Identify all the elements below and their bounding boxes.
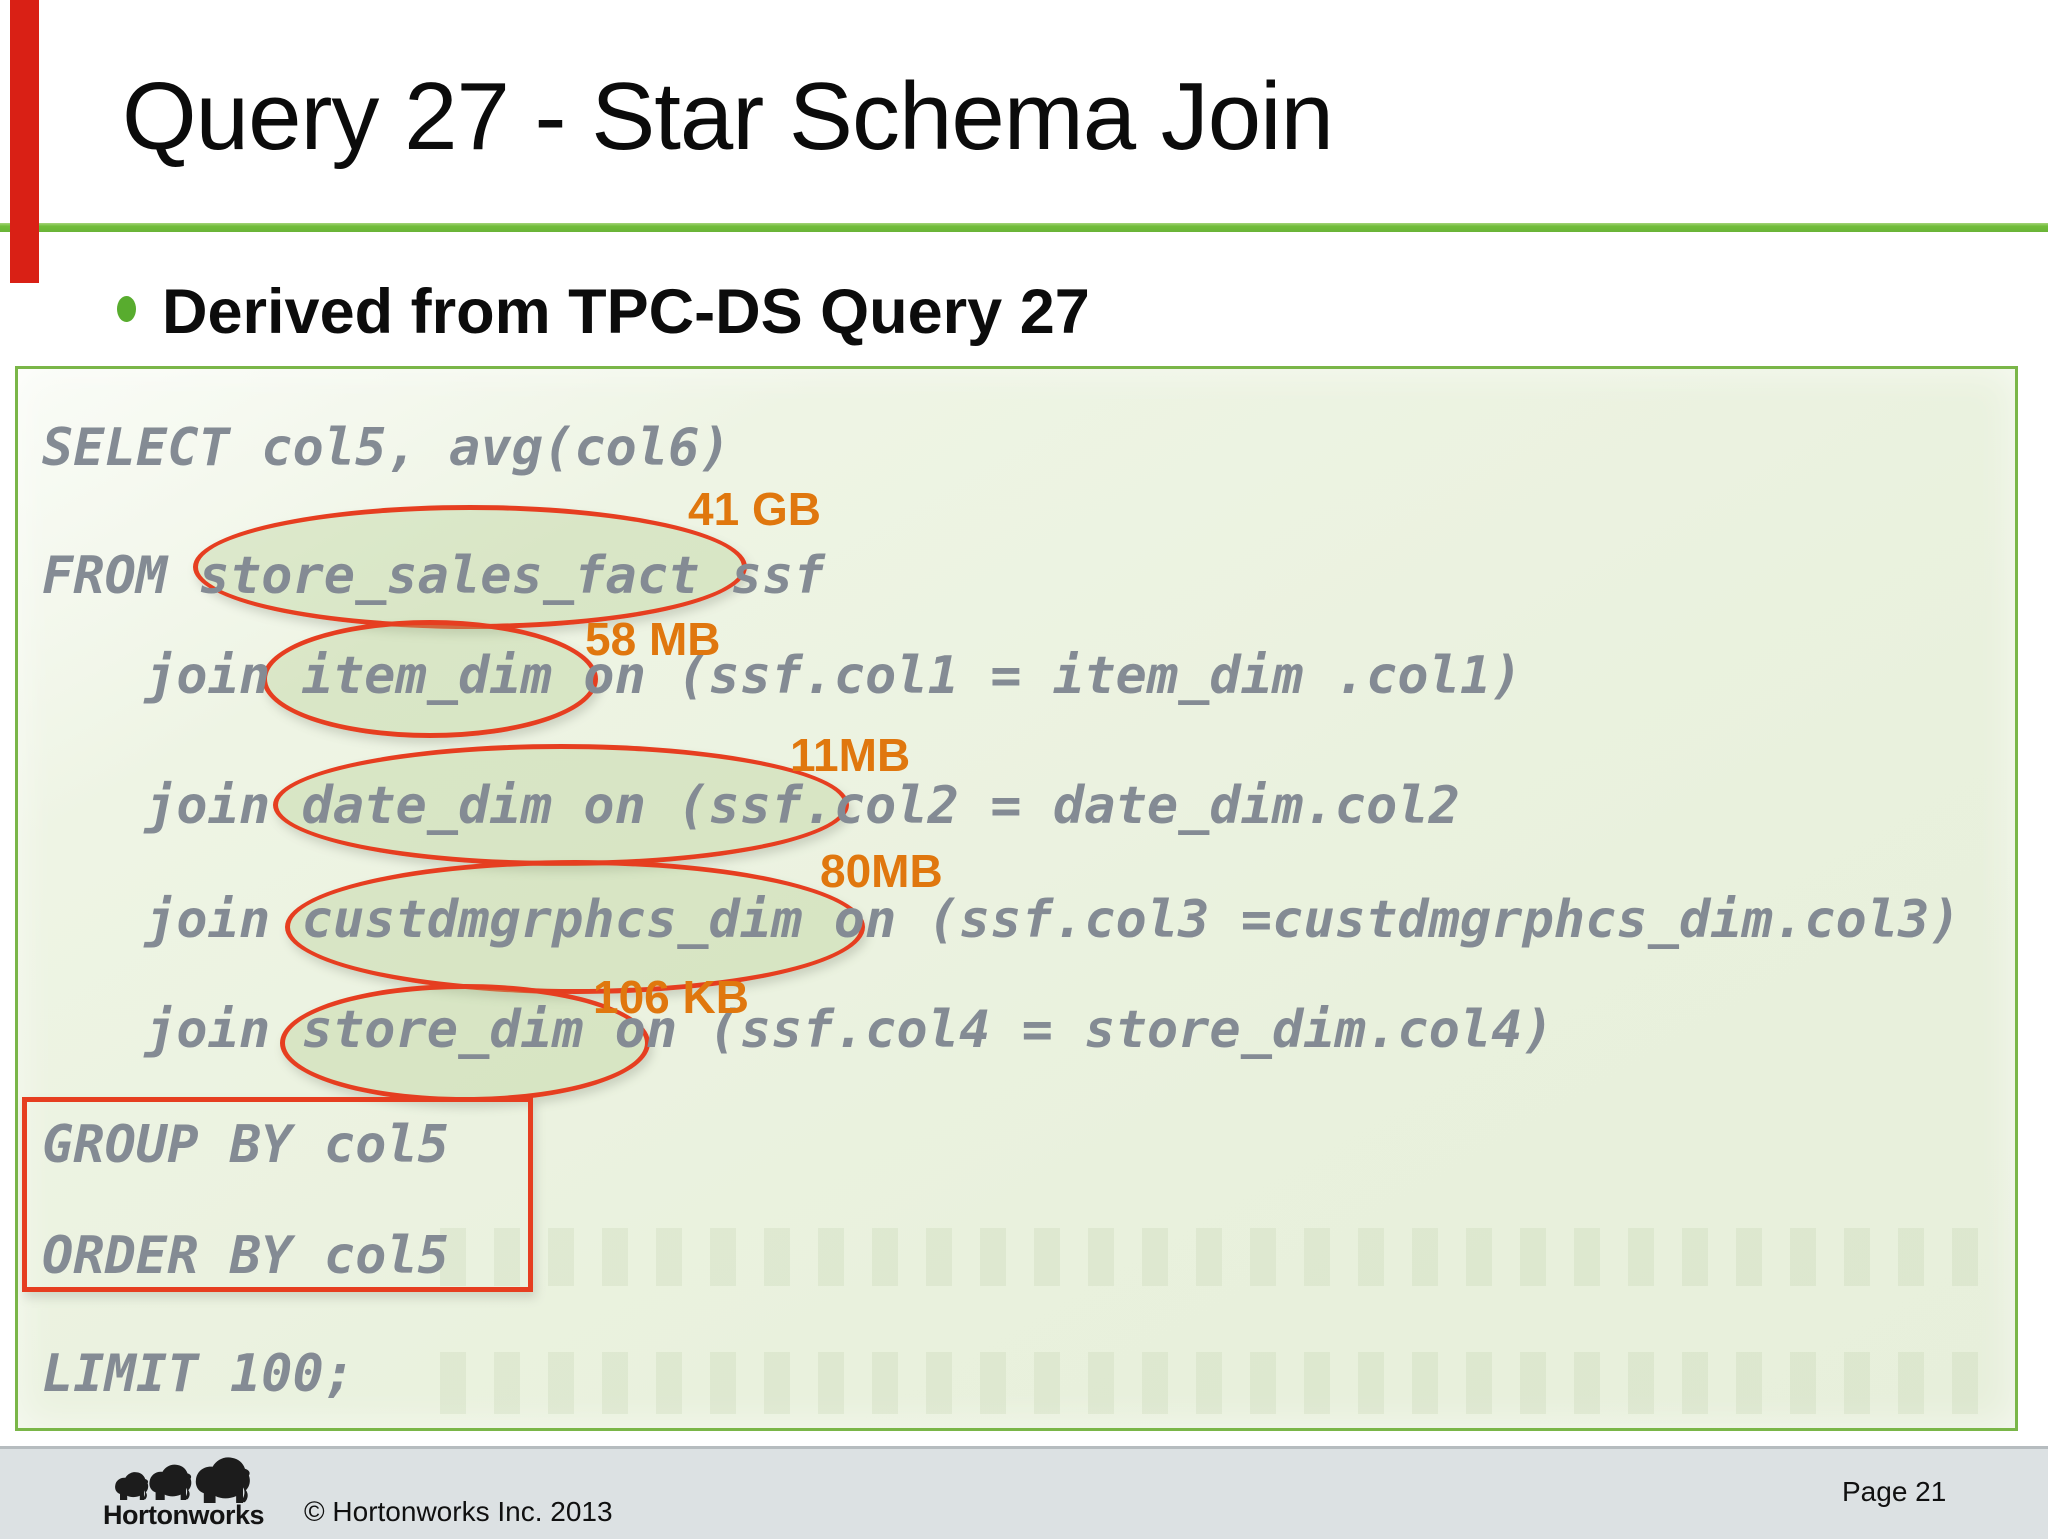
hortonworks-logo-icon	[112, 1454, 282, 1514]
bullet-text: Derived from TPC-DS Query 27	[162, 277, 1090, 347]
size-label-store: 106 KB	[593, 971, 749, 1023]
title-divider-line	[0, 223, 2048, 232]
texture-band	[440, 1228, 1995, 1286]
hortonworks-wordmark: Hortonworks	[103, 1500, 265, 1530]
bullet-icon	[117, 296, 136, 322]
sql-line-join-cust: join custdmgrphcs_dim on (ssf.col3 =cust…	[145, 890, 1961, 950]
ellipse-custdmgrphcs-dim	[285, 860, 865, 994]
sql-line-join-store: join store_dim on (ssf.col4 = store_dim.…	[145, 1000, 1554, 1060]
texture-band	[440, 1352, 1995, 1414]
ellipse-date-dim	[273, 744, 849, 866]
sql-line-select: SELECT col5, avg(col6)	[42, 418, 731, 478]
footer-band	[0, 1446, 2048, 1539]
size-label-cust: 80MB	[820, 845, 943, 897]
sql-line-join-item: join item_dim on (ssf.col1 = item_dim .c…	[145, 646, 1523, 706]
ellipse-item-dim	[262, 620, 598, 738]
size-label-fact: 41 GB	[688, 483, 821, 535]
page-title: Query 27 - Star Schema Join	[122, 63, 1334, 170]
size-label-item: 58 MB	[585, 613, 721, 665]
page-number: Page 21	[1842, 1476, 1947, 1507]
ellipse-store-dim	[280, 984, 650, 1102]
sql-line-group-by: GROUP BY col5	[42, 1115, 449, 1175]
size-label-date: 11MB	[790, 729, 911, 781]
sql-line-from: FROM store_sales_fact ssf	[42, 546, 825, 606]
sql-line-limit: LIMIT 100;	[42, 1344, 356, 1404]
group-order-highlight-box	[22, 1097, 533, 1292]
red-marker-bar	[10, 0, 39, 283]
copyright-text: © Hortonworks Inc. 2013	[304, 1496, 613, 1527]
sql-line-join-date: join date_dim on (ssf.col2 = date_dim.co…	[145, 776, 1460, 836]
sql-line-order-by: ORDER BY col5	[42, 1226, 449, 1286]
